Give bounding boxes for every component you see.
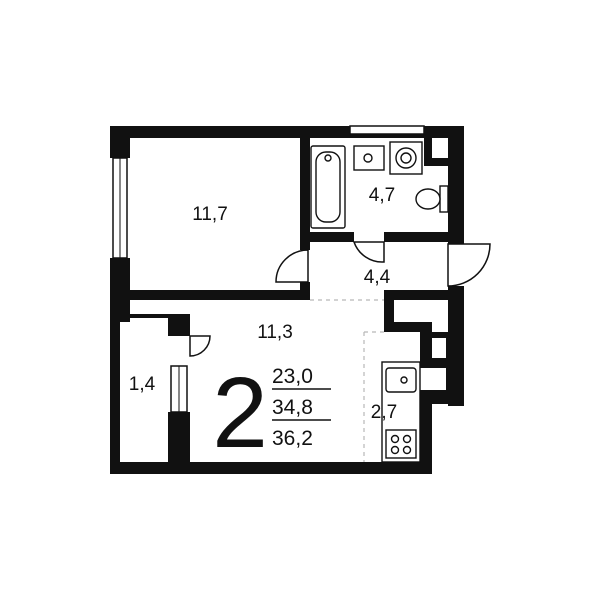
kitchen-sink-drain — [400, 376, 408, 384]
wall-balcony-divider — [168, 412, 190, 474]
wall-left-upper — [110, 126, 130, 158]
toilet-icon — [415, 188, 441, 210]
bathroom-fixtures — [310, 141, 449, 229]
living-area: 23,0 — [272, 365, 313, 388]
wall-bedroom-bottom — [110, 290, 310, 300]
col-fill-c — [446, 332, 464, 392]
toilet-tank — [439, 185, 449, 213]
stove-burner-1 — [390, 434, 400, 444]
stove-burner-3 — [390, 445, 400, 455]
sink-bowl — [363, 153, 373, 163]
wall-bottom — [110, 462, 432, 474]
wall-hall-lower-h — [384, 322, 432, 332]
bathtub-inner — [315, 151, 341, 223]
stove-burner-4 — [402, 445, 412, 455]
wall-bedroom-right — [300, 126, 310, 250]
door-bedroom — [275, 249, 309, 283]
washing-machine-drum-inner — [400, 152, 412, 164]
kitchen-fixtures — [381, 361, 421, 463]
col-fill-a — [420, 332, 464, 338]
void-1 — [432, 140, 444, 158]
door-entrance — [447, 243, 491, 287]
area-living: 11,3 — [257, 322, 293, 343]
area-balcony: 1,4 — [129, 374, 156, 395]
wall-hall-lower-v — [384, 290, 394, 332]
wall-left-bottom — [110, 314, 120, 474]
bathtub-drain — [324, 154, 332, 162]
sink-icon — [353, 145, 385, 171]
col-fill-b — [420, 358, 464, 368]
wall-balcony-top — [168, 314, 190, 336]
right-column-voids — [432, 140, 446, 468]
area-bathroom: 4,7 — [369, 185, 395, 206]
room-count: 2 — [212, 357, 268, 469]
wall-right-corner — [420, 390, 464, 404]
area-with-balcony: 36,2 — [272, 427, 313, 450]
zone-dividers — [310, 299, 384, 462]
wall-hall-lower — [384, 290, 448, 300]
void-4 — [432, 410, 446, 468]
area-bedroom: 11,7 — [192, 204, 228, 225]
wall-right-upper — [448, 126, 464, 244]
area-kitchen: 2,7 — [371, 402, 397, 423]
room-labels: 11,7 4,7 4,4 11,3 1,4 2,7 — [129, 185, 397, 423]
void-2 — [432, 336, 446, 358]
door-balcony — [189, 335, 211, 357]
wall-bathroom-bottom — [300, 232, 354, 242]
void-3 — [432, 368, 446, 388]
total-area: 34,8 — [272, 396, 313, 419]
wall-right-kitchen — [420, 390, 432, 474]
wall-bathroom-bottom-right — [384, 232, 460, 242]
area-hallway: 4,4 — [364, 267, 391, 288]
door-bathroom — [352, 241, 385, 263]
wall-bedroom-right-low — [300, 282, 310, 300]
stove-icon — [385, 429, 417, 459]
window-bathroom — [349, 125, 425, 135]
wall-bath-notch — [424, 138, 432, 166]
stove-burner-2 — [402, 434, 412, 444]
wall-balcony-top-line — [110, 314, 170, 318]
windows — [112, 125, 425, 413]
wall-bath-notch-2 — [424, 158, 448, 166]
doors — [189, 241, 491, 357]
right-column-fill — [420, 332, 464, 392]
summary: 2 23,0 34,8 36,2 — [212, 357, 331, 469]
